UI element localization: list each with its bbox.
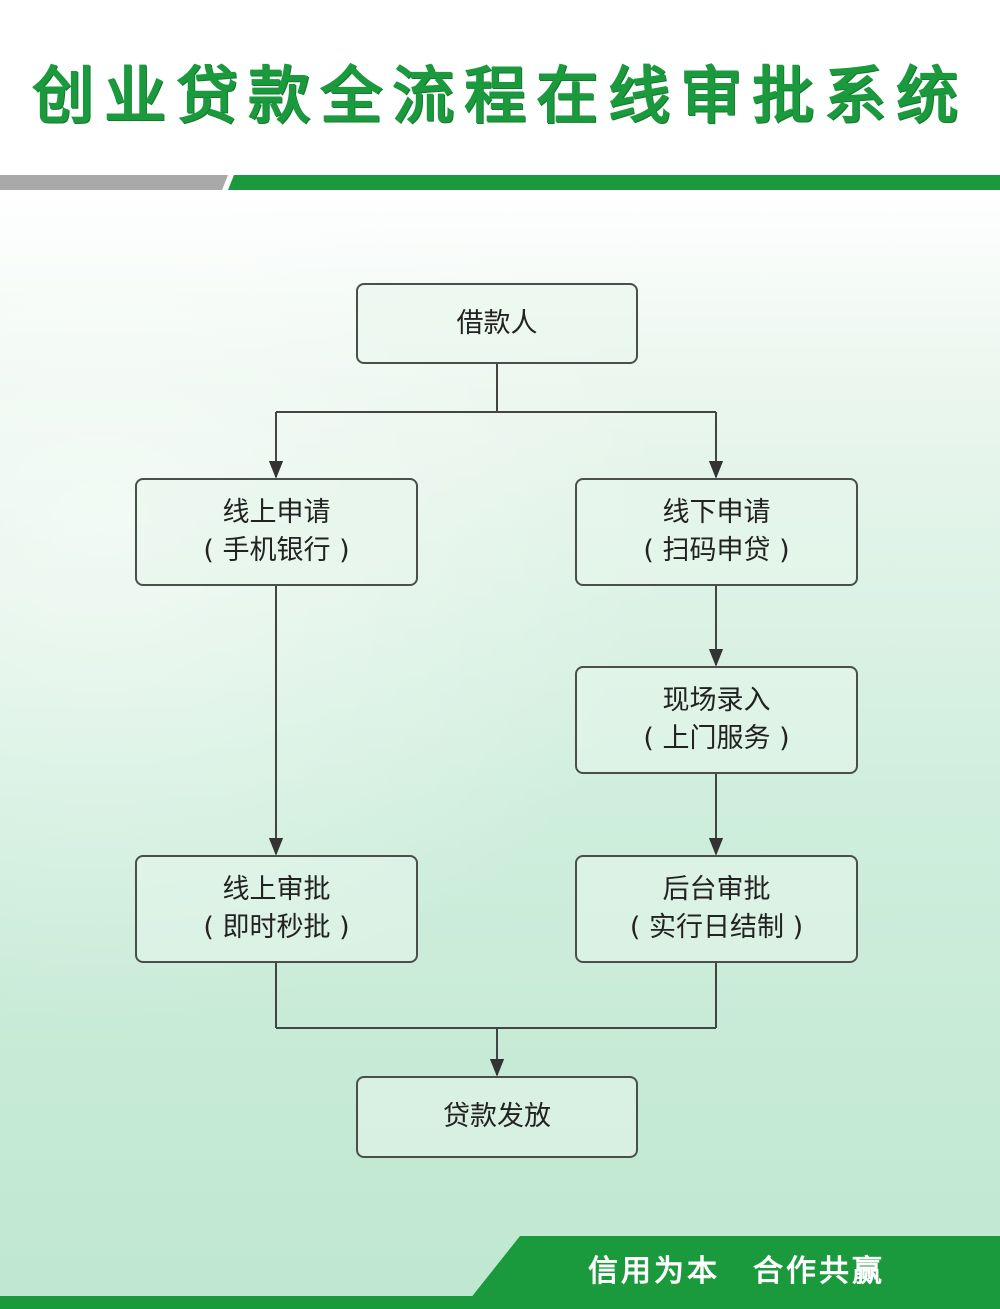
node-online-approve: 线上审批 即时秒批 bbox=[135, 855, 418, 963]
node-disbursement-label: 贷款发放 bbox=[443, 1101, 551, 1132]
node-online-apply: 线上申请 手机银行 bbox=[135, 478, 418, 586]
node-online-apply-label: 线上申请 bbox=[222, 497, 331, 528]
node-offline-apply-label: 线下申请 bbox=[662, 497, 771, 528]
node-online-approve-sub: 即时秒批 bbox=[203, 909, 349, 947]
node-offline-apply: 线下申请 扫码申贷 bbox=[575, 478, 858, 586]
node-borrower-label: 借款人 bbox=[456, 307, 538, 339]
header-stripe-divider bbox=[0, 175, 1000, 190]
node-onsite-entry: 现场录入 上门服务 bbox=[575, 666, 858, 774]
node-disbursement: 贷款发放 bbox=[356, 1076, 638, 1158]
green-stripe bbox=[228, 175, 1000, 190]
header: 创业贷款全流程在线审批系统 bbox=[0, 0, 1000, 178]
node-online-approve-label: 线上审批 bbox=[222, 874, 331, 905]
node-backend-approve-label: 后台审批 bbox=[662, 874, 771, 905]
node-borrower: 借款人 bbox=[356, 283, 638, 364]
node-backend-approve: 后台审批 实行日结制 bbox=[575, 855, 858, 963]
gray-stripe bbox=[0, 175, 228, 190]
node-onsite-entry-sub: 上门服务 bbox=[643, 720, 789, 758]
node-offline-apply-sub: 扫码申贷 bbox=[643, 532, 789, 570]
node-onsite-entry-label: 现场录入 bbox=[662, 685, 771, 716]
node-online-apply-sub: 手机银行 bbox=[203, 532, 349, 570]
footer-slogan-band bbox=[462, 1236, 1000, 1309]
footer-slogan: 信用为本 合作共赢 bbox=[588, 1254, 885, 1289]
node-backend-approve-sub: 实行日结制 bbox=[630, 909, 803, 947]
page-title: 创业贷款全流程在线审批系统 bbox=[31, 59, 968, 132]
